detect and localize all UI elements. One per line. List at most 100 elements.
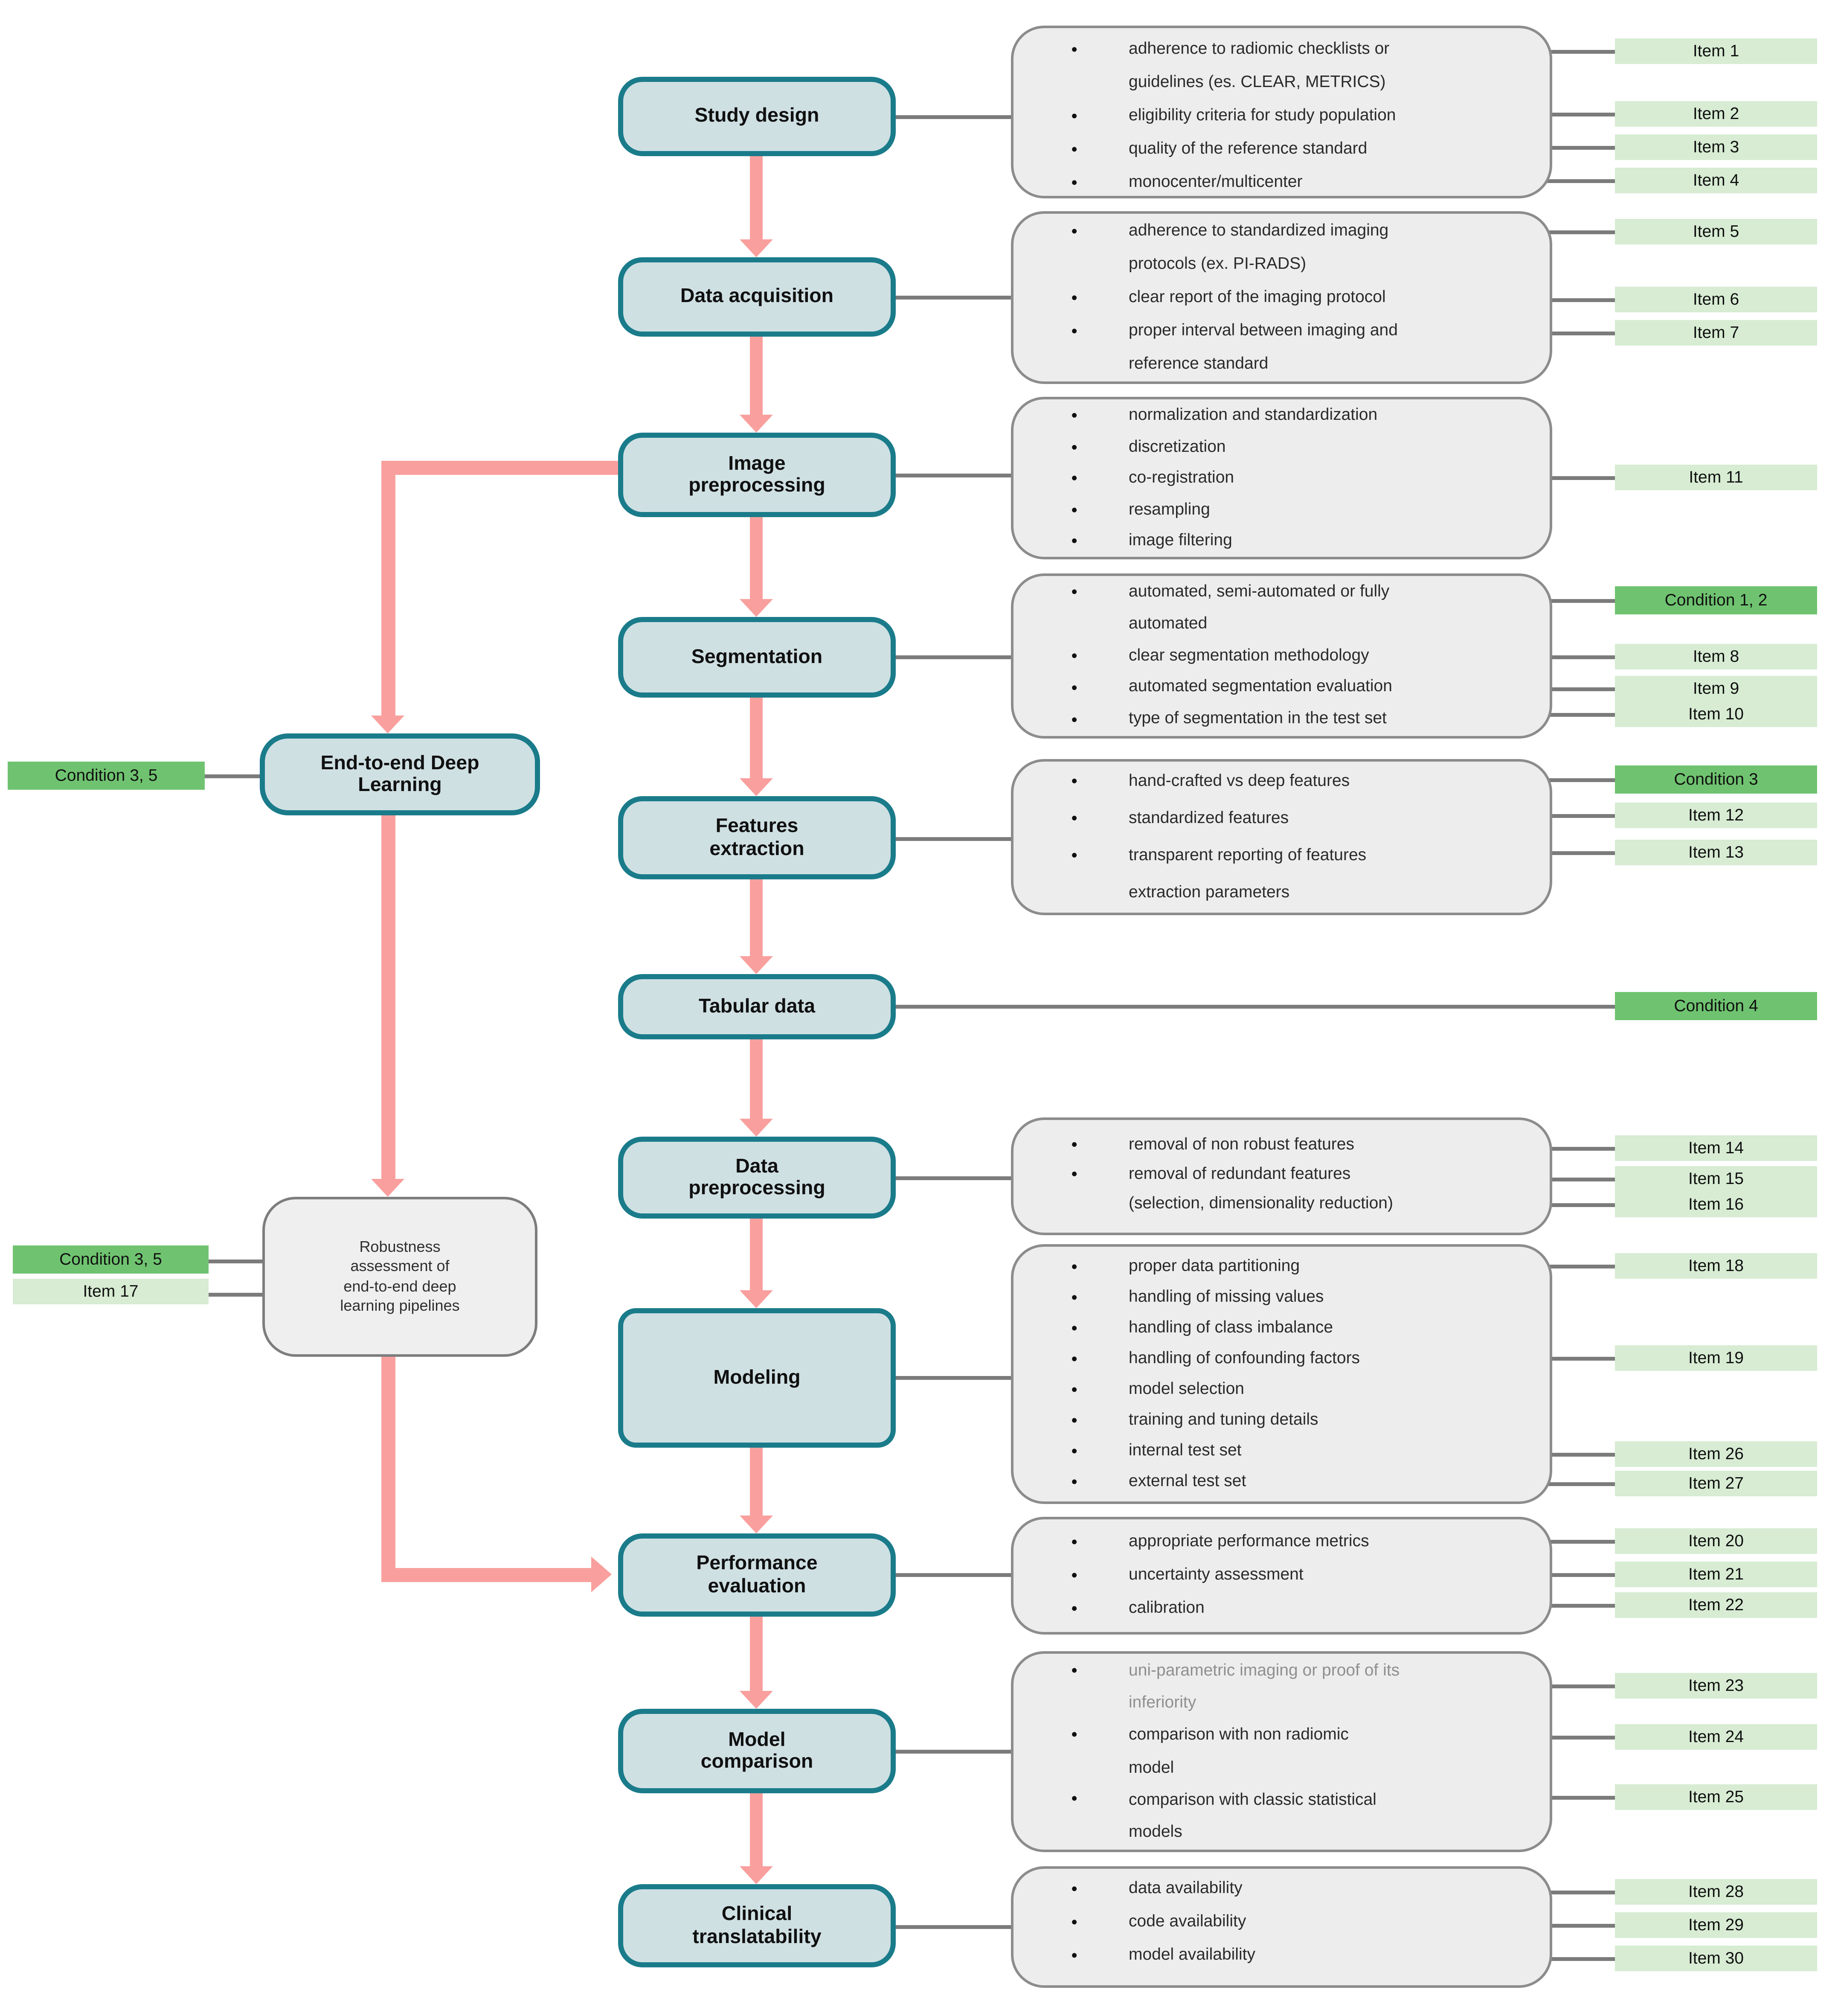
bullet-line: model selection [1013, 1373, 1550, 1404]
stage-image-preprocessing: Image preprocessing [618, 433, 896, 517]
connector-line [1495, 178, 1615, 183]
robustness-label: Robustness assessment of end-to-end deep… [340, 1237, 460, 1315]
connector-line [896, 295, 1011, 299]
stage-features-extraction: Features extraction [618, 796, 896, 879]
connector-line [896, 655, 1011, 659]
connector-line [1491, 598, 1615, 602]
bullet-line: calibration [1013, 1591, 1550, 1624]
connector-line [896, 1572, 1011, 1577]
tag-item-23: Item 23 [1615, 1673, 1817, 1699]
details-performance-evaluation: appropriate performance metrics uncertai… [1011, 1517, 1552, 1635]
stage-segmentation: Segmentation [618, 617, 896, 698]
flow-arrow-head [740, 1866, 773, 1884]
connector-line [896, 473, 1011, 477]
bullet-line: proper interval between imaging and [1013, 314, 1550, 347]
stage-label: End-to-end Deep Learning [320, 752, 479, 797]
tag-item-1: Item 1 [1615, 38, 1817, 64]
details-image-preprocessing: normalization and standardization discre… [1011, 397, 1552, 559]
tag-item-14: Item 14 [1615, 1135, 1817, 1161]
bullet-line: adherence to radiomic checklists or [1013, 32, 1550, 65]
stage-label: Clinical translatability [692, 1903, 822, 1948]
bullet-line: automated segmentation evaluation [1013, 671, 1550, 703]
tag-item-15: Item 15 [1615, 1166, 1817, 1192]
bullet-line: transparent reporting of features [1013, 836, 1550, 873]
tag-item-19: Item 19 [1615, 1345, 1817, 1371]
bullet-line: co-registration [1013, 462, 1550, 494]
bullet-line: normalization and standardization [1013, 399, 1550, 431]
flow-arrow-shaft [750, 337, 763, 415]
connector-line [1491, 687, 1615, 691]
bullet-line: handling of confounding factors [1013, 1343, 1550, 1373]
details-clinical-translatability: data availability code availability mode… [1011, 1866, 1552, 1988]
bullet-line: image filtering [1013, 525, 1550, 556]
connector-line [896, 1175, 1011, 1180]
bullet-line: resampling [1013, 494, 1550, 525]
bullet-line: code availability [1013, 1905, 1550, 1938]
details-modeling: proper data partitioning handling of mis… [1011, 1244, 1552, 1504]
details-features-extraction: hand-crafted vs deep features standardiz… [1011, 759, 1552, 915]
tag-item-25: Item 25 [1615, 1784, 1817, 1810]
tag-item-21: Item 21 [1615, 1562, 1817, 1587]
tag-condition-3-5-mid: Condition 3, 5 [13, 1245, 209, 1274]
connector-line [206, 1292, 265, 1296]
bullet-line: guidelines (es. CLEAR, METRICS) [1129, 72, 1386, 91]
bullet-line: clear segmentation methodology [1013, 640, 1550, 671]
connector-line [1495, 297, 1615, 302]
flow-arrow-shaft [750, 1039, 763, 1119]
bullet-line: automated, semi-automated or fully [1013, 576, 1550, 608]
bullet-line: (selection, dimensionality reduction) [1129, 1193, 1393, 1212]
bullet-line: automated [1129, 613, 1208, 632]
branch-arrow-horizontal [381, 1568, 591, 1582]
tag-item-13: Item 13 [1615, 840, 1817, 865]
bullet-line: handling of missing values [1013, 1281, 1550, 1312]
stage-tabular-data: Tabular data [618, 974, 896, 1039]
tag-item-17: Item 17 [13, 1279, 209, 1304]
connector-line [1497, 230, 1615, 234]
bullet-line: monocenter/multicenter [1013, 165, 1550, 198]
branch-arrow-vertical [381, 1357, 395, 1582]
flow-arrow-head [740, 956, 773, 974]
branch-arrow-vertical [381, 461, 395, 716]
flow-arrow-head [740, 778, 773, 796]
stage-modeling: Modeling [618, 1308, 896, 1448]
bullet-line: protocols (ex. PI-RADS) [1129, 253, 1307, 273]
connector-line [1500, 777, 1615, 782]
flow-arrow-shaft [750, 1793, 763, 1866]
tag-item-7: Item 7 [1615, 320, 1817, 346]
tag-condition-1-2: Condition 1, 2 [1615, 586, 1817, 614]
bullet-line: reference standard [1129, 353, 1269, 372]
branch-arrow-horizontal [381, 461, 618, 475]
bullet-line: uncertainty assessment [1013, 1558, 1550, 1591]
details-segmentation: automated, semi-automated or fully autom… [1011, 573, 1552, 739]
tag-item-28: Item 28 [1615, 1879, 1817, 1905]
bullet-line: data availability [1013, 1871, 1550, 1905]
stage-label: Tabular data [698, 995, 815, 1018]
bullet-line: extraction parameters [1129, 882, 1290, 901]
flow-arrow-head [740, 1691, 773, 1709]
flow-arrow-shaft [750, 1219, 763, 1290]
flow-arrow-shaft [750, 1617, 763, 1691]
details-study-design: adherence to radiomic checklists or guid… [1011, 26, 1552, 198]
stage-label: Performance evaluation [696, 1553, 818, 1597]
connector-line [1491, 1735, 1615, 1739]
bullet-line: external test set [1013, 1466, 1550, 1496]
bullet-line: type of segmentation in the test set [1013, 703, 1550, 735]
bullet-line: discretization [1013, 431, 1550, 463]
connector-line [1495, 813, 1615, 817]
connector-line [1516, 1264, 1615, 1268]
stage-label: Data preprocessing [688, 1155, 825, 1200]
tag-item-3: Item 3 [1615, 134, 1817, 160]
bullet-line: model [1129, 1757, 1174, 1776]
connector-line [896, 1376, 1011, 1380]
tag-item-12: Item 12 [1615, 803, 1817, 828]
flow-arrow-head [740, 1119, 773, 1137]
bullet-line: model availability [1013, 1938, 1550, 1971]
stage-label: Features extraction [709, 815, 804, 860]
flow-arrow-head [740, 1516, 773, 1533]
details-model-comparison: uni-parametric imaging or proof of its i… [1011, 1651, 1552, 1852]
details-data-preprocessing: removal of non robust features removal o… [1011, 1117, 1552, 1235]
tag-item-5: Item 5 [1615, 219, 1817, 244]
tag-item-30: Item 30 [1615, 1946, 1817, 1971]
stage-performance-evaluation: Performance evaluation [618, 1533, 896, 1617]
